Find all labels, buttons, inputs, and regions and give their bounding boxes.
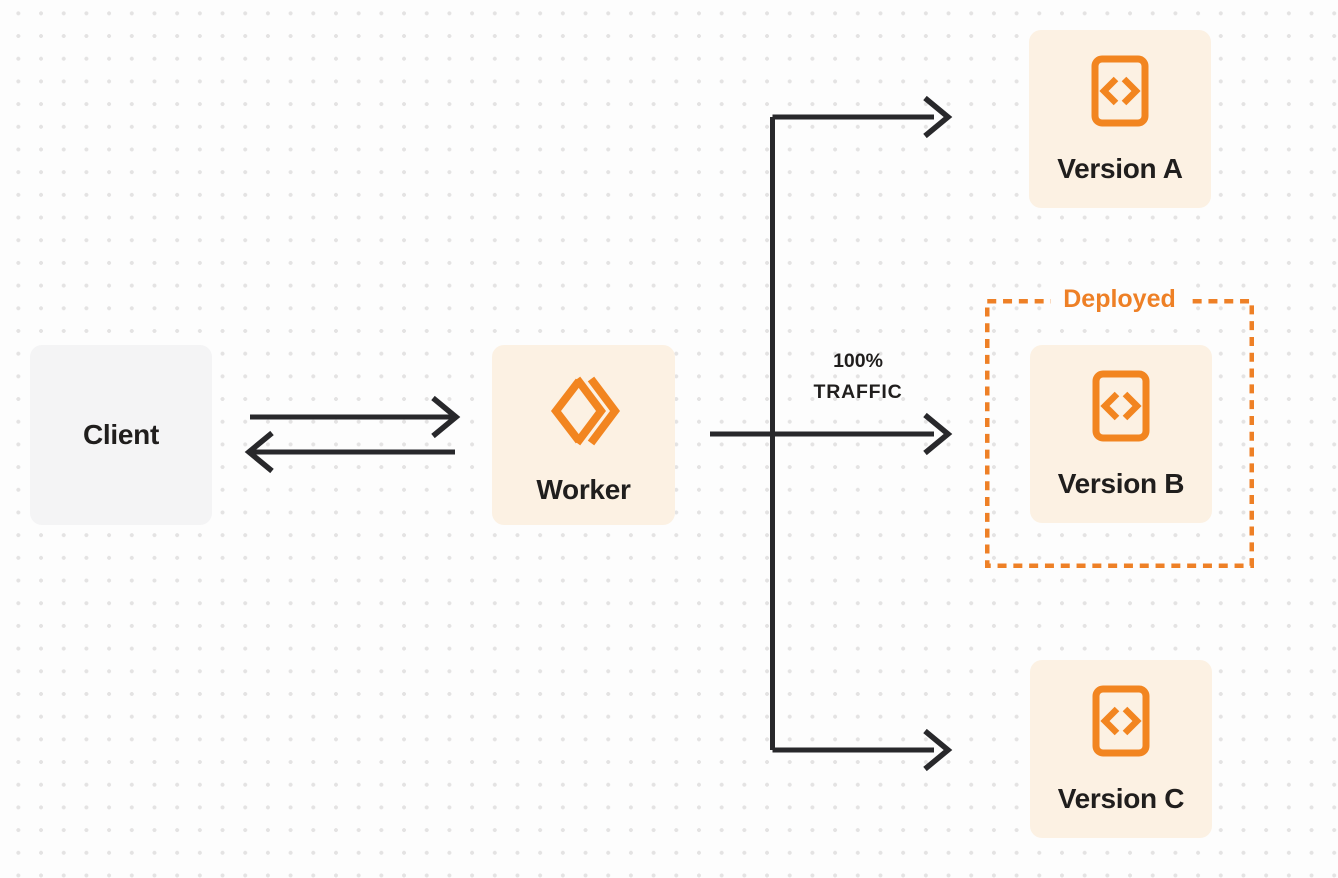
client-label: Client bbox=[83, 419, 159, 450]
branch-b-arrow-head bbox=[923, 412, 953, 456]
request-arrow-head bbox=[431, 395, 461, 439]
version-c-label: Version C bbox=[1057, 783, 1185, 814]
workers-logo-icon bbox=[548, 374, 620, 448]
code-file-icon bbox=[1091, 55, 1149, 127]
version-b-node: Version B bbox=[1030, 345, 1212, 523]
traffic-word: TRAFFIC bbox=[813, 381, 903, 404]
worker-node: Worker bbox=[492, 345, 675, 525]
deployed-badge: Deployed bbox=[1050, 283, 1189, 315]
response-arrow-head bbox=[244, 430, 274, 474]
code-file-icon bbox=[1092, 370, 1150, 442]
worker-label: Worker bbox=[536, 474, 631, 505]
deployed-region: Deployed bbox=[985, 283, 1254, 568]
branch-c-arrow-head bbox=[923, 728, 953, 772]
fanout-trunk-lines bbox=[710, 114, 934, 753]
traffic-label: 100% TRAFFIC bbox=[792, 350, 924, 405]
code-file-icon bbox=[1092, 685, 1150, 757]
branch-a-arrow-head bbox=[923, 95, 953, 139]
version-b-label: Version B bbox=[1057, 468, 1185, 499]
version-a-node: Version A bbox=[1029, 30, 1211, 208]
traffic-percent: 100% bbox=[833, 350, 883, 372]
version-a-label: Version A bbox=[1057, 153, 1183, 184]
client-node: Client bbox=[30, 345, 212, 525]
version-c-node: Version C bbox=[1030, 660, 1212, 838]
